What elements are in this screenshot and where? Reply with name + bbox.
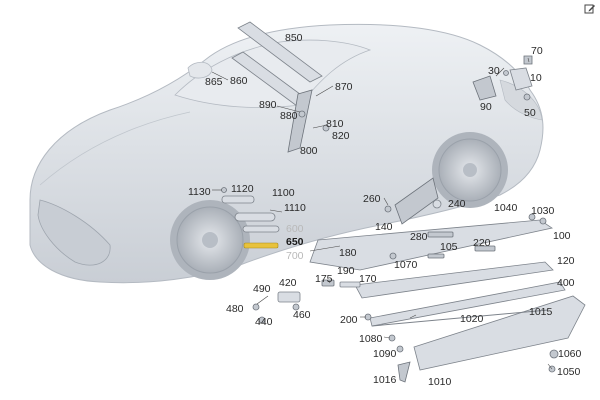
callout-700[interactable]: 700	[286, 250, 304, 262]
callout-90[interactable]: 90	[480, 101, 492, 113]
hardware-parts	[252, 213, 559, 373]
callout-1030[interactable]: 1030	[531, 205, 555, 217]
callout-870[interactable]: 870	[335, 81, 353, 93]
callout-120[interactable]: 120	[557, 255, 575, 267]
callout-70[interactable]: 70	[531, 45, 543, 57]
callout-180[interactable]: 180	[339, 247, 357, 259]
callout-420[interactable]: 420	[279, 277, 297, 289]
callout-810[interactable]: 810	[326, 118, 344, 130]
callout-860[interactable]: 860	[230, 75, 248, 87]
leader-lines	[211, 57, 553, 370]
callout-labels: 850 860 865 870 890 880 810 820 800 70 3…	[188, 32, 582, 388]
callout-490[interactable]: 490	[253, 283, 271, 295]
callout-1020[interactable]: 1020	[460, 313, 484, 325]
callout-1050[interactable]: 1050	[557, 366, 581, 378]
callout-1040[interactable]: 1040	[494, 202, 518, 214]
callout-1090[interactable]: 1090	[373, 348, 397, 360]
callout-1120[interactable]: 1120	[231, 183, 254, 195]
side-skirt-parts	[309, 219, 586, 383]
callout-280[interactable]: 280	[410, 231, 428, 243]
callout-1060[interactable]: 1060	[558, 348, 582, 360]
callout-1130[interactable]: 1130	[188, 186, 211, 198]
callout-140[interactable]: 140	[375, 221, 393, 233]
callout-1070[interactable]: 1070	[394, 259, 418, 271]
callout-260[interactable]: 260	[363, 193, 381, 205]
callout-1100[interactable]: 1100	[272, 187, 295, 199]
callout-600[interactable]: 600	[286, 223, 304, 235]
callout-170[interactable]: 170	[359, 273, 377, 285]
callout-175[interactable]: 175	[315, 273, 333, 285]
callout-400[interactable]: 400	[557, 277, 575, 289]
callout-1016[interactable]: 1016	[373, 374, 397, 386]
side-bracket-parts	[384, 177, 442, 225]
callout-190[interactable]: 190	[337, 265, 355, 277]
callout-460[interactable]: 460	[293, 309, 311, 321]
rear-wheel	[432, 132, 508, 208]
callout-105[interactable]: 105	[440, 241, 458, 253]
callout-200[interactable]: 200	[340, 314, 358, 326]
callout-30[interactable]: 30	[488, 65, 500, 77]
callout-865[interactable]: 865	[205, 76, 223, 88]
callout-10[interactable]: 10	[530, 72, 542, 84]
front-wheel	[170, 200, 250, 280]
highlighted-strip-650	[243, 242, 279, 249]
callout-880[interactable]: 880	[280, 110, 298, 122]
callout-820[interactable]: 820	[332, 130, 350, 142]
callout-100[interactable]: 100	[553, 230, 571, 242]
callout-1080[interactable]: 1080	[359, 333, 383, 345]
rear-bracket-parts	[472, 55, 533, 101]
callout-240[interactable]: 240	[448, 198, 466, 210]
edit-icon[interactable]	[584, 2, 596, 14]
callout-440[interactable]: 440	[255, 316, 273, 328]
callout-890[interactable]: 890	[259, 99, 277, 111]
callout-50[interactable]: 50	[524, 107, 536, 119]
callout-1010[interactable]: 1010	[428, 376, 452, 388]
callout-480[interactable]: 480	[226, 303, 244, 315]
roof-trim-parts	[231, 21, 330, 153]
callout-1015[interactable]: 1015	[529, 306, 553, 318]
callout-850[interactable]: 850	[285, 32, 303, 44]
callout-650[interactable]: 650	[286, 236, 304, 248]
callout-1110[interactable]: 1110	[284, 202, 306, 214]
callout-220[interactable]: 220	[473, 237, 491, 249]
fender-badge-parts	[221, 187, 280, 249]
callout-800[interactable]: 800	[300, 145, 318, 157]
